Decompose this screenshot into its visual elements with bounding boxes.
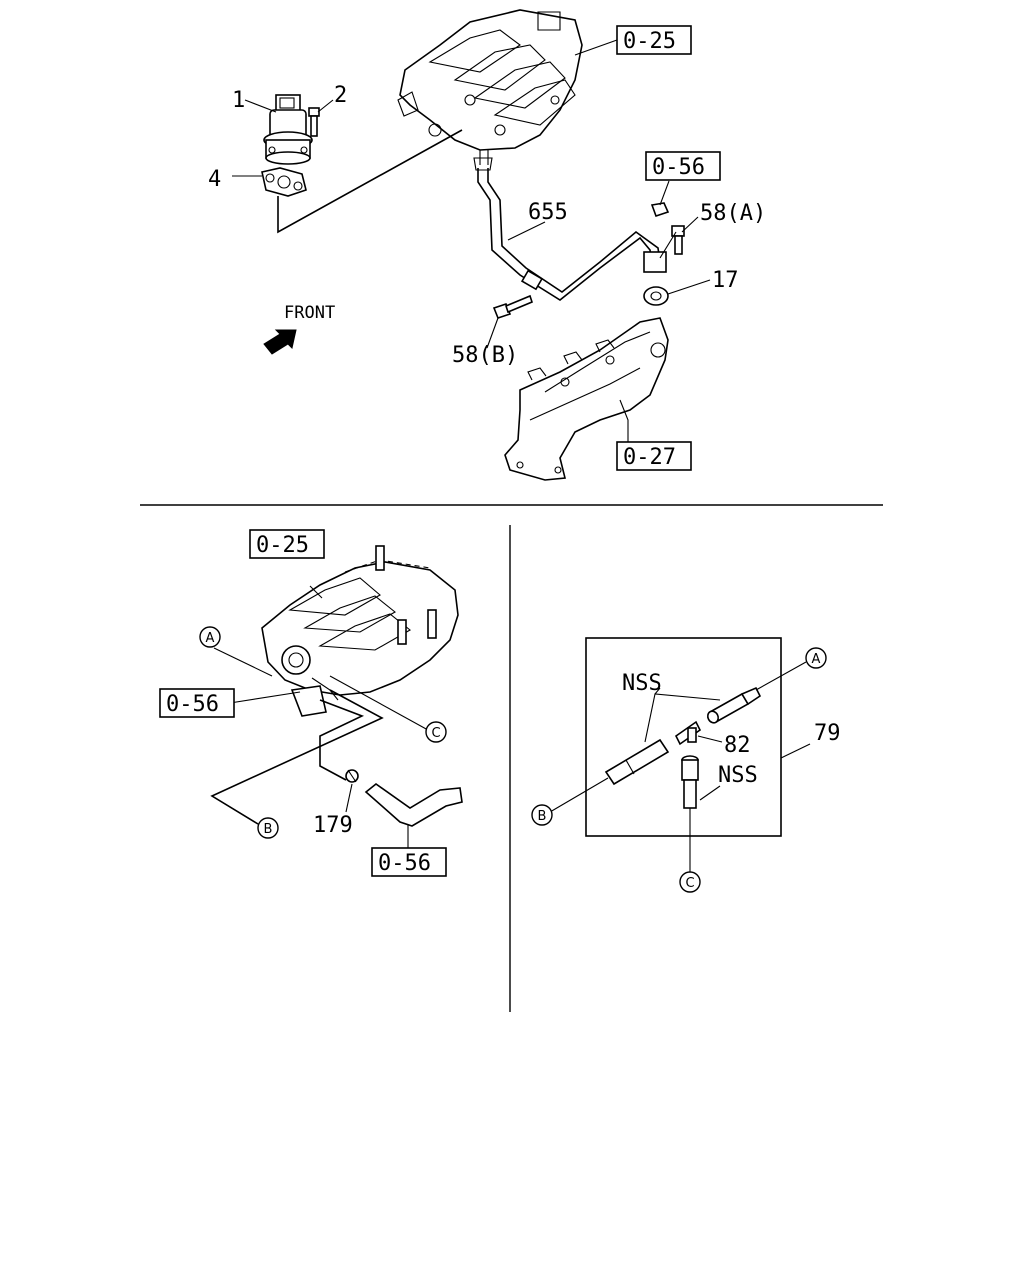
- callout-82: 82: [724, 733, 751, 758]
- ref-box-0-56-top: [645, 151, 721, 181]
- svg-text:B: B: [538, 809, 547, 824]
- svg-text:A: A: [206, 631, 215, 646]
- connector-a-drawing: [706, 686, 762, 724]
- ref-box-0-27: [616, 441, 692, 471]
- bottom-right-section: NSS NSS 82 79 A B C: [531, 637, 841, 893]
- svg-text:C: C: [431, 726, 440, 741]
- ref-box-0-25-top: [616, 25, 692, 55]
- ref-0-25-top: 0-25: [623, 29, 676, 54]
- svg-text:C: C: [685, 876, 694, 891]
- top-section: FRONT 1 2 4 655 58(A) 17 58(B) 0-25 0-56…: [208, 9, 766, 481]
- connector-c-drawing: [681, 755, 699, 809]
- clamp-179-drawing: [345, 769, 359, 783]
- label-nss-top: NSS: [622, 671, 662, 696]
- circle-marker-b-right: B: [531, 804, 553, 826]
- intake-manifold-bottom-drawing: [261, 545, 459, 717]
- tee-82-drawing: [674, 720, 702, 746]
- intake-manifold-drawing: [397, 9, 583, 165]
- ref-0-56-top: 0-56: [652, 155, 705, 180]
- ref-0-27: 0-27: [623, 445, 676, 470]
- gasket-4-drawing: [261, 167, 307, 197]
- svg-text:A: A: [812, 652, 821, 667]
- callout-179: 179: [313, 813, 353, 838]
- ref-box-0-56-hose: [371, 847, 447, 877]
- callout-655: 655: [528, 200, 568, 225]
- circle-marker-a-left: A: [199, 626, 221, 648]
- bolt-2-drawing: [308, 107, 320, 137]
- callout-17: 17: [712, 268, 739, 293]
- ref-0-56-hose: 0-56: [378, 851, 431, 876]
- callout-58b: 58(B): [452, 343, 518, 368]
- bottom-left-section: 0-25 0-56 0-56 179 A C B: [159, 529, 463, 877]
- ref-0-25-bottom: 0-25: [256, 533, 309, 558]
- front-label: FRONT: [284, 303, 335, 323]
- circle-marker-b-left: B: [257, 817, 279, 839]
- egr-to-manifold-line: [277, 129, 463, 234]
- ref-box-0-25-bottom: [249, 529, 325, 559]
- circle-marker-c-right: C: [679, 871, 701, 893]
- callout-4: 4: [208, 167, 221, 192]
- exhaust-manifold-drawing: [504, 317, 669, 481]
- hose-to-clamp: [319, 699, 365, 781]
- ref-box-0-56-left: [159, 688, 235, 718]
- bottom-left-leader-lines: [211, 585, 429, 848]
- egr-valve-drawing: [263, 94, 313, 165]
- callout-1: 1: [232, 88, 245, 113]
- tube-b-drawing: [604, 738, 670, 786]
- bolt-58b-drawing: [492, 294, 533, 319]
- front-arrow-icon: [263, 329, 297, 355]
- circle-marker-a-right: A: [805, 647, 827, 669]
- bottom-right-leader-lines: [549, 661, 811, 876]
- callout-58a: 58(A): [700, 201, 766, 226]
- ref-0-56-left: 0-56: [166, 692, 219, 717]
- hose-0-56-drawing: [364, 782, 463, 827]
- svg-text:B: B: [264, 822, 273, 837]
- callout-79: 79: [814, 721, 841, 746]
- callout-2: 2: [334, 83, 347, 108]
- top-leader-lines: [232, 39, 711, 442]
- circle-marker-c-left: C: [425, 721, 447, 743]
- gasket-17-drawing: [643, 286, 669, 306]
- label-nss-bottom: NSS: [718, 763, 758, 788]
- hose-kit-frame: [585, 637, 782, 837]
- hose-to-b: [210, 689, 384, 825]
- egr-pipe-655-drawing: [473, 157, 667, 301]
